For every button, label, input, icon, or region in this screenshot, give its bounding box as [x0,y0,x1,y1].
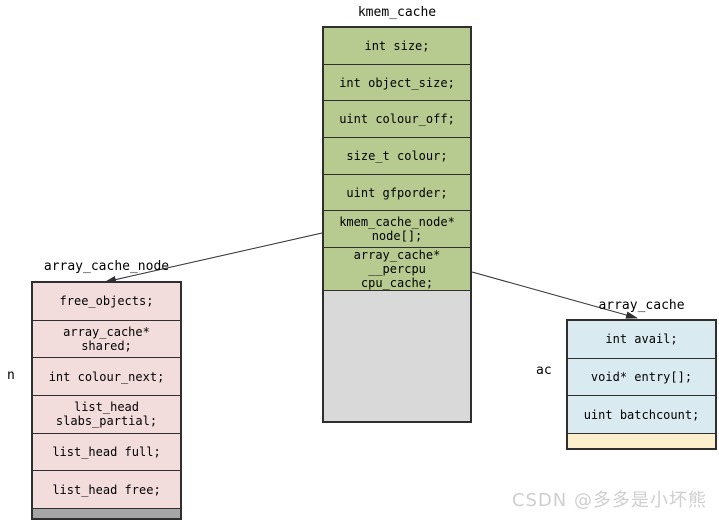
kmem_cache-field: int size; [324,28,470,65]
array-cache-struct: int avail;void* entry[];uint batchcount; [566,319,717,450]
kmem-cache-struct: int size;int object_size;uint colour_off… [322,26,472,423]
array-cache-remainder [568,434,715,448]
array_cache_node-field: list_head full; [33,433,180,472]
array-cache-fields: int avail;void* entry[];uint batchcount; [568,321,715,435]
kmem_cache-field: kmem_cache_node* node[]; [324,211,470,249]
array_cache_node-field: int colour_next; [33,358,180,397]
array_cache-field: void* entry[]; [568,358,715,397]
array_cache_node-field: free_objects; [33,283,180,321]
csdn-watermark: CSDN @多多是小坏熊 [511,490,707,511]
kmem_cache-field: uint colour_off; [324,101,470,139]
array-cache-node-title: array_cache_node [43,259,170,274]
kmem-cache-fields: int size;int object_size;uint colour_off… [324,28,470,292]
array-cache-node-remainder [33,509,180,518]
kmem_cache-field: size_t colour; [324,138,470,175]
kmem_cache-field: array_cache* __percpu cpu_cache; [324,248,470,292]
array_cache-field: uint batchcount; [568,396,715,435]
array_cache-field: int avail; [568,321,715,359]
array-cache-node-struct: free_objects;array_cache* shared;int col… [31,281,182,520]
node-to-array-cache-node-arrow [104,232,323,284]
array-cache-title: array_cache [598,298,685,313]
array_cache_node-field: list_head slabs_partial; [33,396,180,434]
array_cache_node-field: array_cache* shared; [33,320,180,359]
pointer-label-n: n [7,368,15,383]
pointer-label-ac: ac [536,363,552,378]
kmem-cache-remainder [324,291,470,421]
kmem_cache-field: uint gfporder; [324,174,470,212]
kmem-cache-title: kmem_cache [357,5,437,20]
array_cache_node-field: list_head free; [33,471,180,510]
array-cache-node-fields: free_objects;array_cache* shared;int col… [33,283,180,510]
kmem_cache-field: int object_size; [324,64,470,102]
